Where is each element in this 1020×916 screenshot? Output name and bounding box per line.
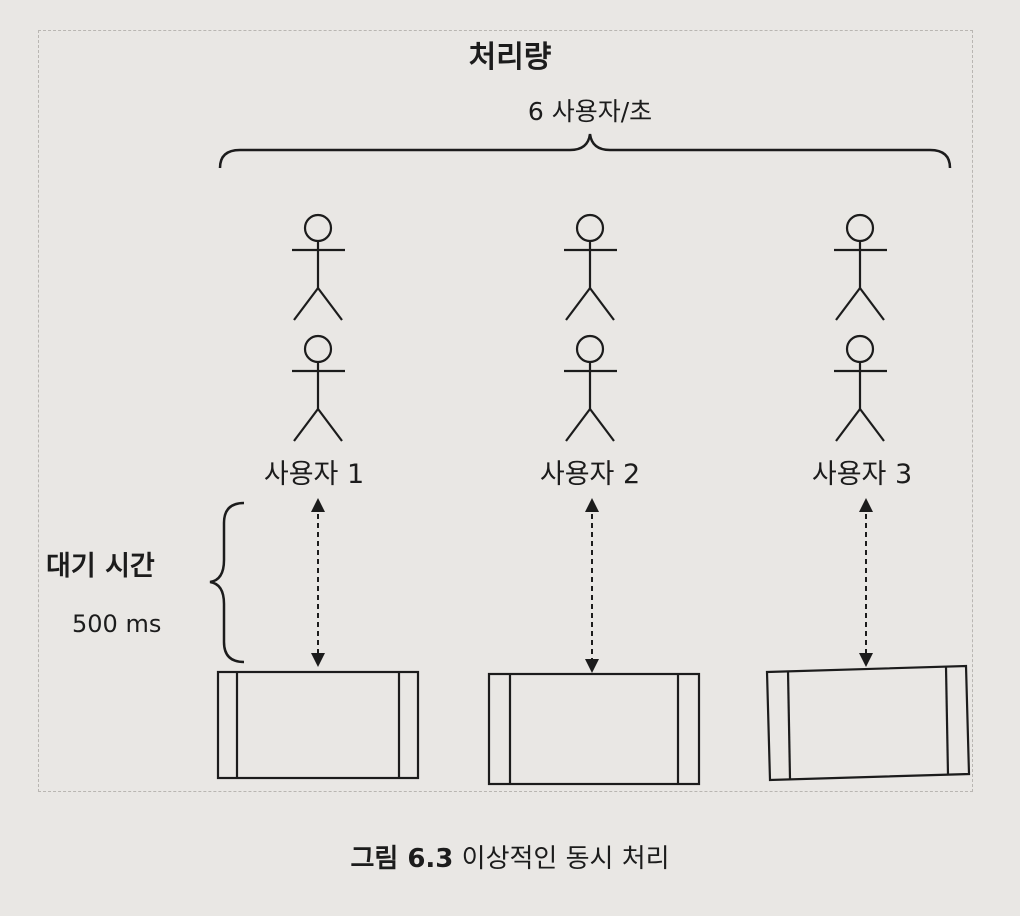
user-1-label: 사용자 1 <box>263 459 365 490</box>
user-1-figure-top <box>292 213 345 321</box>
user-2-figure-bottom <box>564 334 617 442</box>
user-3-label: 사용자 3 <box>811 459 913 490</box>
wait-time-label: 대기 시간 <box>46 551 155 582</box>
server-box-2 <box>487 672 701 786</box>
figure-caption: 그림 6.3 이상적인 동시 처리 <box>350 838 669 875</box>
user-3-figure-top <box>834 213 887 321</box>
server-box-1 <box>216 670 420 780</box>
figure-number: 그림 6.3 <box>350 844 454 874</box>
user-2-label: 사용자 2 <box>539 459 641 490</box>
figure-caption-text: 이상적인 동시 처리 <box>453 844 670 874</box>
throughput-brace <box>218 133 952 169</box>
throughput-title: 처리량 <box>468 40 552 75</box>
user-3-figure-bottom <box>834 334 887 442</box>
server-box-3 <box>765 664 971 782</box>
throughput-value: 6 사용자/초 <box>527 97 653 126</box>
wait-time-value: 500 ms <box>72 610 162 638</box>
wait-time-brace <box>209 501 245 664</box>
user-2-figure-top <box>564 213 617 321</box>
user-1-figure-bottom <box>292 334 345 442</box>
diagram-frame <box>38 30 973 792</box>
